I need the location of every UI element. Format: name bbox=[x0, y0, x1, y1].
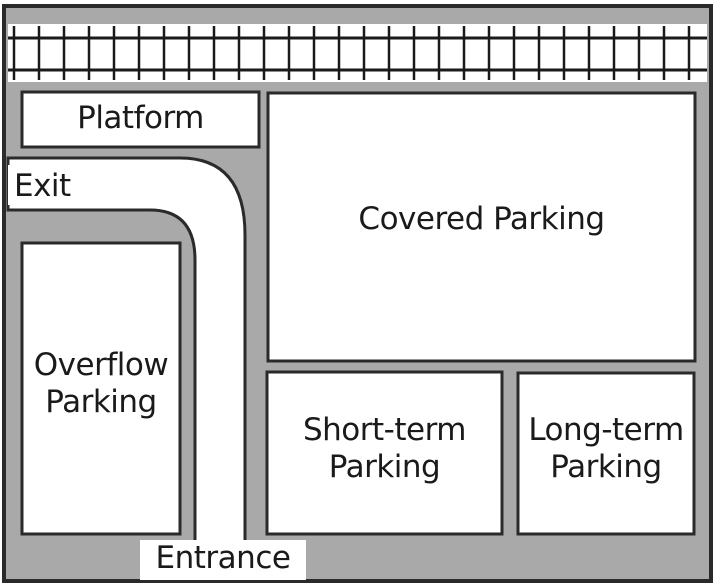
short-term-parking-lot bbox=[265, 370, 504, 536]
short-term-parking-label-line2: Parking bbox=[328, 448, 441, 485]
platform-area bbox=[20, 90, 261, 149]
overflow-parking-lot bbox=[20, 241, 182, 536]
exit-label: Exit bbox=[14, 168, 71, 204]
overflow-parking-label-line1: Overflow bbox=[33, 347, 169, 383]
entrance-road-end bbox=[140, 540, 306, 580]
short-term-parking-label-line1: Short-term bbox=[302, 412, 467, 448]
long-term-parking-label-line1: Long-term bbox=[528, 412, 684, 448]
overflow-parking-label-line2: Parking bbox=[45, 383, 157, 420]
short-term-parking-label: Short-term Parking bbox=[267, 412, 502, 485]
covered-parking-label: Covered Parking bbox=[358, 201, 605, 237]
long-term-parking-lot bbox=[516, 371, 696, 536]
exit-road-end bbox=[8, 165, 88, 205]
long-term-parking-label-line2: Parking bbox=[550, 448, 662, 485]
railway-tracks bbox=[8, 24, 707, 82]
overflow-parking-label: Overflow Parking bbox=[22, 347, 180, 420]
covered-parking-lot bbox=[266, 91, 697, 363]
long-term-parking-label: Long-term Parking bbox=[518, 412, 694, 485]
entrance-label: Entrance bbox=[155, 540, 291, 576]
platform-label: Platform bbox=[77, 100, 204, 136]
